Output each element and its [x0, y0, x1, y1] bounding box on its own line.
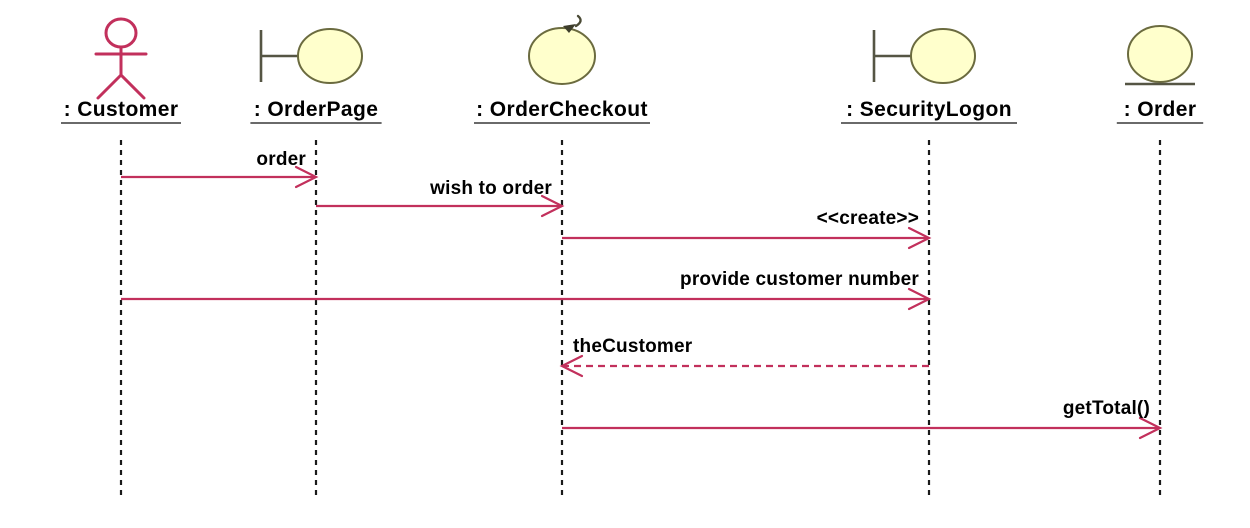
lifeline-head-orderpage: : OrderPage: [250, 28, 382, 124]
message-arrowhead-5: [559, 354, 584, 378]
message-label-6: getTotal(): [1063, 398, 1150, 419]
lifeline-head-ordercheckout: : OrderCheckout: [474, 14, 650, 124]
boundary-circle-icon: [910, 28, 976, 84]
message-5[interactable]: theCustomer: [559, 336, 929, 378]
control-arc-icon: [574, 14, 582, 28]
message-2[interactable]: wish to order: [316, 178, 565, 218]
message-label-3: <<create>>: [817, 208, 919, 229]
messages-group: order wish to order <<create>> provide cust…: [121, 149, 1163, 440]
message-label-1: order: [256, 149, 306, 170]
message-arrowhead-3: [907, 226, 932, 250]
message-arrowhead-6: [1138, 416, 1163, 440]
lifeline-lines-group: [119, 140, 1162, 500]
message-label-5: theCustomer: [573, 336, 693, 357]
message-arrowhead-2: [540, 194, 565, 218]
actor-leg-left-icon: [96, 73, 123, 100]
entity-circle-icon: [1127, 25, 1193, 83]
message-1[interactable]: order: [121, 149, 319, 189]
message-label-2: wish to order: [429, 178, 552, 199]
actor-leg-right-icon: [119, 73, 146, 100]
lifeline-label-orderpage: : OrderPage: [254, 98, 379, 121]
lifeline-label-customer: : Customer: [64, 98, 179, 121]
lifeline-heads-group: : Customer : OrderPage : OrderCheckout : Se…: [61, 14, 1204, 124]
lifeline-label-order: : Order: [1124, 98, 1197, 121]
message-label-4: provide customer number: [680, 269, 919, 290]
message-arrowhead-4: [907, 287, 932, 311]
control-circle-icon: [528, 27, 596, 85]
lifeline-label-ordercheckout: : OrderCheckout: [476, 98, 648, 121]
lifeline-label-securitylogon: : SecurityLogon: [846, 98, 1012, 121]
lifeline-head-customer: : Customer: [61, 17, 181, 124]
control-arrowhead-icon: [563, 24, 576, 33]
message-6[interactable]: getTotal(): [562, 398, 1163, 440]
message-3[interactable]: <<create>>: [562, 208, 932, 250]
message-arrowhead-1: [294, 165, 319, 189]
actor-head-icon: [104, 17, 138, 49]
boundary-circle-icon: [297, 28, 363, 84]
lifeline-head-order: : Order: [1116, 25, 1204, 124]
message-4[interactable]: provide customer number: [121, 269, 932, 311]
lifeline-head-securitylogon: : SecurityLogon: [841, 28, 1017, 124]
